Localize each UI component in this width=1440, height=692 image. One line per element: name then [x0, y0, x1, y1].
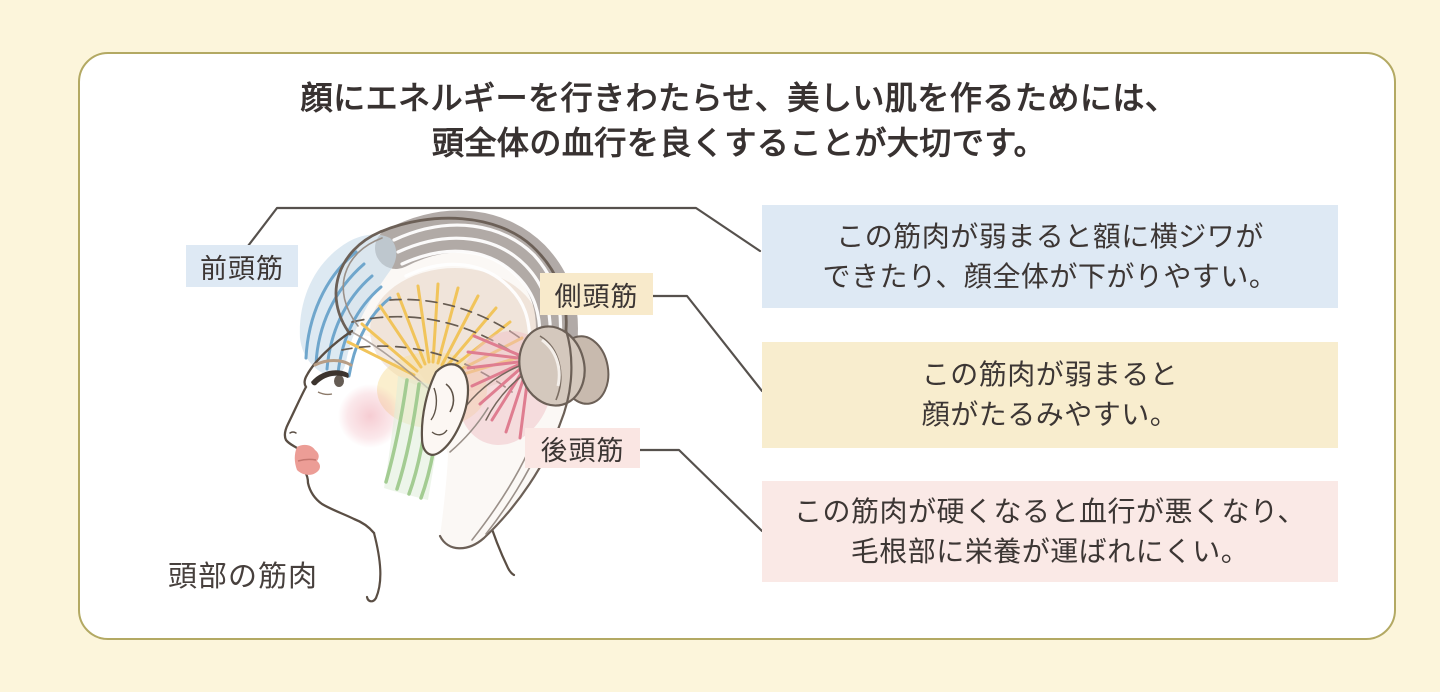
muscle-label-temporalis: 側頭筋	[540, 273, 653, 315]
title-line-2: 頭全体の血行を良くすることが大切です。	[431, 125, 1047, 161]
callout-temporalis: この筋肉が弱まると 顔がたるみやすい。	[762, 342, 1338, 448]
callout-temporalis-line-2: 顔がたるみやすい。	[921, 399, 1179, 430]
callout-occipitalis: この筋肉が硬くなると血行が悪くなり、 毛根部に栄養が運ばれにくい。	[762, 481, 1338, 582]
callout-occipitalis-line-2: 毛根部に栄養が運ばれにくい。	[850, 535, 1250, 567]
diagram-caption: 頭部の筋肉	[168, 561, 319, 593]
muscle-label-occipitalis-text: 後頭筋	[540, 435, 625, 466]
muscle-label-occipitalis: 後頭筋	[525, 428, 640, 468]
page-title: 顔にエネルギーを行きわたらせ、美しい肌を作るためには、 頭全体の血行を良くするこ…	[78, 76, 1400, 166]
callout-occipitalis-line-1: この筋肉が硬くなると血行が悪くなり、	[794, 495, 1306, 527]
callout-frontalis-line-1: この筋肉が弱まると額に横ジワが	[836, 220, 1264, 252]
muscle-label-frontalis: 前頭筋	[186, 245, 298, 287]
muscle-label-frontalis-text: 前頭筋	[200, 253, 284, 284]
callout-frontalis-line-2: できたり、顔全体が下がりやすい。	[822, 260, 1278, 292]
callout-temporalis-line-1: この筋肉が弱まると	[921, 359, 1179, 390]
muscle-label-temporalis-text: 側頭筋	[554, 281, 639, 312]
callout-frontalis: この筋肉が弱まると額に横ジワが できたり、顔全体が下がりやすい。	[762, 205, 1338, 308]
title-line-1: 顔にエネルギーを行きわたらせ、美しい肌を作るためには、	[300, 80, 1178, 116]
